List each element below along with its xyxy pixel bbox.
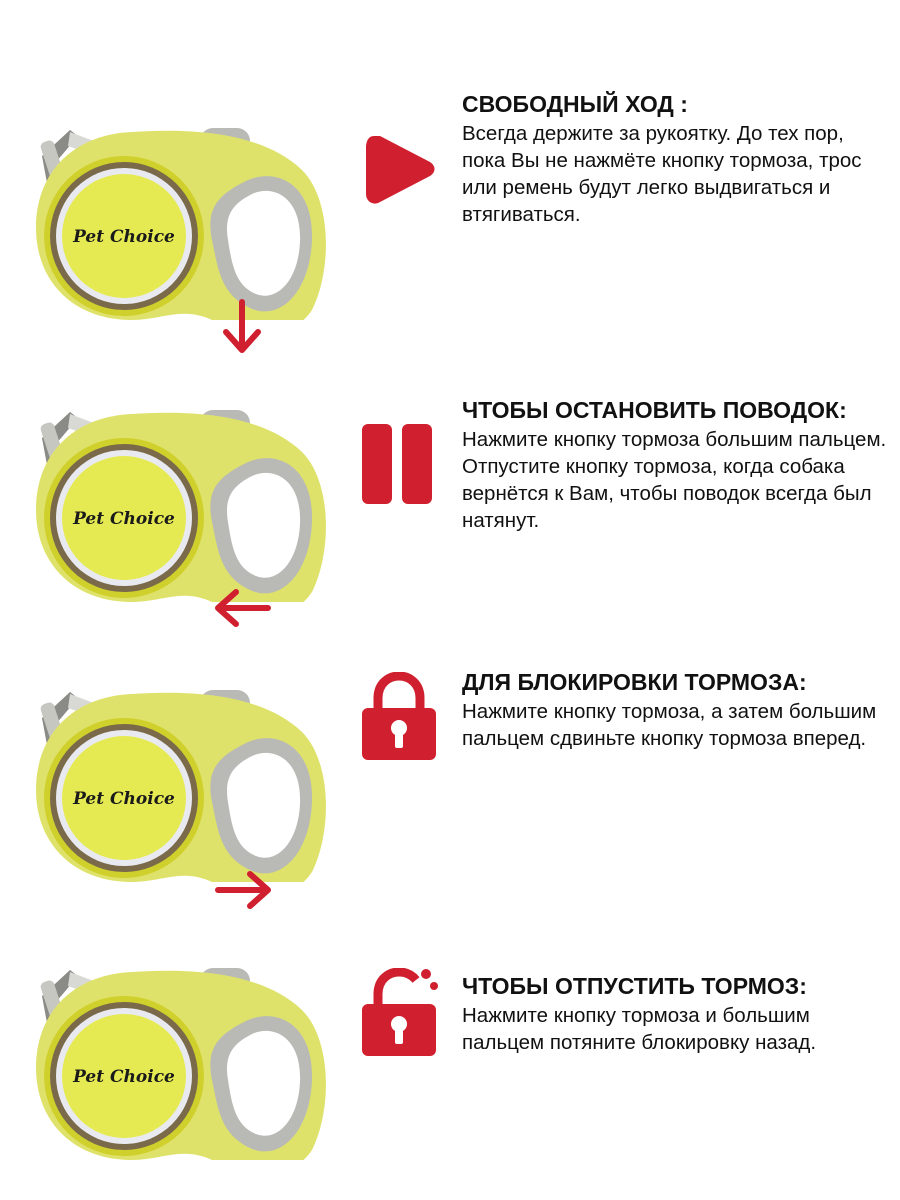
pause-icon bbox=[362, 424, 432, 504]
leash-brand-label: Pet Choice bbox=[72, 789, 175, 809]
step-lock-brake: Pet Choice ДЛЯ БЛОКИРОВКИ ТОРМОЗА: Нажми… bbox=[0, 632, 900, 912]
arrow-left-icon bbox=[215, 589, 271, 627]
step-heading: ЧТОБЫ ОТПУСТИТЬ ТОРМОЗ: bbox=[462, 973, 807, 999]
retractable-leash-image: Pet Choice bbox=[36, 410, 326, 602]
play-icon bbox=[366, 136, 435, 204]
step-stop-leash: Pet Choice ЧТОБЫ ОСТАНОВИТЬ ПОВОДОК: Наж… bbox=[0, 352, 900, 632]
arrow-down-icon bbox=[223, 299, 261, 353]
step-description: Нажмите кнопку тормоза большим пальцем. … bbox=[462, 428, 887, 532]
step-heading: ЧТОБЫ ОСТАНОВИТЬ ПОВОДОК: bbox=[462, 397, 847, 423]
arrow-right-icon bbox=[215, 871, 271, 909]
step-description: Нажмите кнопку тормоза и большим пальцем… bbox=[462, 1004, 817, 1054]
step-text: ЧТОБЫ ОТПУСТИТЬ ТОРМОЗ: Нажмите кнопку т… bbox=[462, 972, 892, 1056]
step-release-brake: Pet Choice ЧТОБЫ ОТПУСТИТЬ ТОРМОЗ: Нажми… bbox=[0, 910, 900, 1190]
step-description: Всегда держите за рукоятку. До тех пор, … bbox=[462, 122, 862, 226]
leash-brand-label: Pet Choice bbox=[72, 1067, 175, 1087]
step-heading: ДЛЯ БЛОКИРОВКИ ТОРМОЗА: bbox=[462, 669, 807, 695]
leash-brand-label: Pet Choice bbox=[72, 227, 175, 247]
step-free-run: Pet Choice СВОБОДНЫЙ ХОД : Всегда держит… bbox=[0, 70, 900, 350]
step-heading: СВОБОДНЫЙ ХОД : bbox=[462, 91, 688, 117]
step-description: Нажмите кнопку тормоза, а затем большим … bbox=[462, 700, 877, 750]
retractable-leash-image: Pet Choice bbox=[36, 128, 326, 320]
unlock-icon bbox=[362, 968, 438, 1056]
step-text: СВОБОДНЫЙ ХОД : Всегда держите за рукоят… bbox=[462, 90, 892, 228]
retractable-leash-image: Pet Choice bbox=[36, 968, 326, 1160]
leash-brand-label: Pet Choice bbox=[72, 509, 175, 529]
step-text: ДЛЯ БЛОКИРОВКИ ТОРМОЗА: Нажмите кнопку т… bbox=[462, 668, 892, 752]
lock-icon bbox=[362, 672, 436, 760]
retractable-leash-image: Pet Choice bbox=[36, 690, 326, 882]
step-text: ЧТОБЫ ОСТАНОВИТЬ ПОВОДОК: Нажмите кнопку… bbox=[462, 396, 892, 534]
